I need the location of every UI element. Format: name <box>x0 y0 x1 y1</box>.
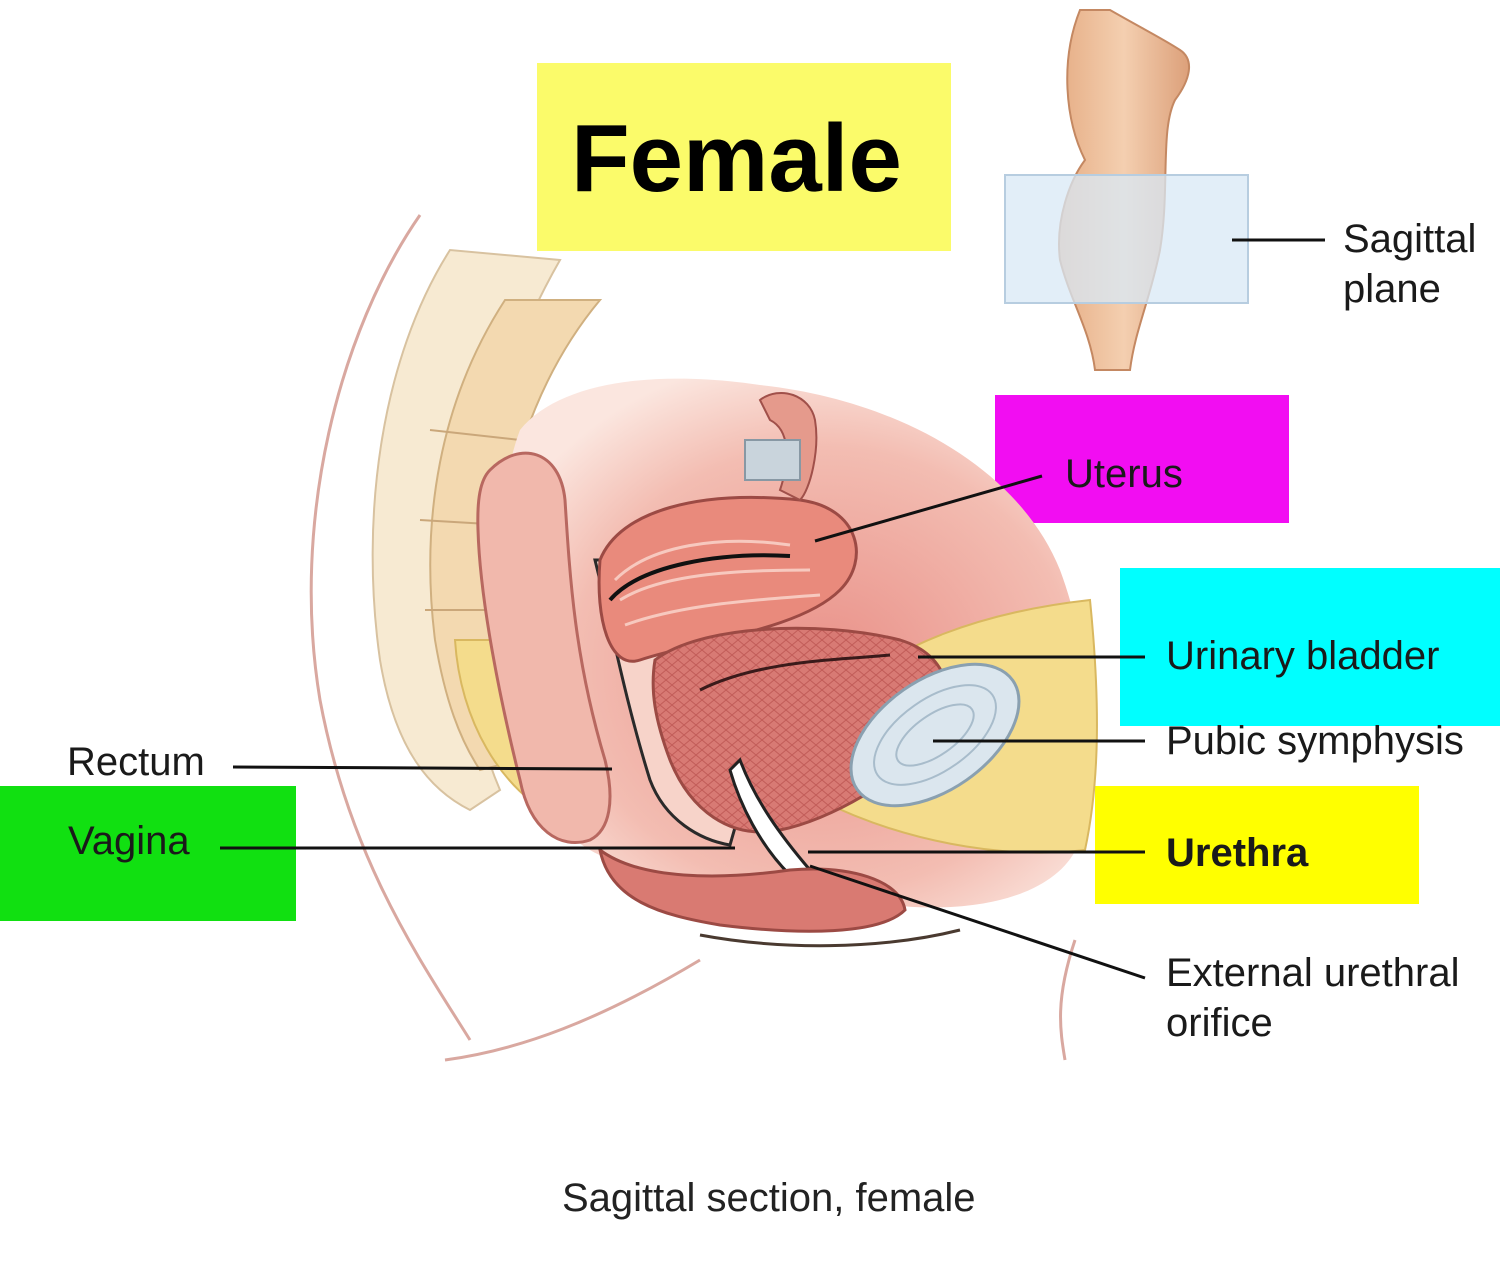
uterus-shape <box>597 496 858 663</box>
vagina-highlight <box>0 786 296 921</box>
uterus-highlight <box>995 395 1289 523</box>
label-sagittal-plane-line1: Sagittal <box>1343 217 1477 261</box>
label-external-urethral-orifice-line2: orifice <box>1166 1001 1273 1045</box>
label-sagittal-plane: Sagittal plane <box>1343 214 1476 314</box>
label-uterus: Uterus <box>1065 452 1183 496</box>
label-rectum: Rectum <box>67 740 205 784</box>
diagram-caption: Sagittal section, female <box>562 1176 976 1220</box>
vulva-shape <box>597 846 907 933</box>
bladder-highlight <box>1120 568 1500 726</box>
mini-figure <box>1004 9 1249 371</box>
label-external-urethral-orifice: External urethral orifice <box>1166 948 1459 1048</box>
label-sagittal-plane-line2: plane <box>1343 267 1441 311</box>
urethra-highlight <box>1095 786 1419 904</box>
leader-lines <box>220 238 1325 980</box>
label-external-urethral-orifice-line1: External urethral <box>1166 951 1460 995</box>
ovary-tube <box>744 391 818 502</box>
pubic-symphysis-shape <box>849 662 1021 808</box>
title-highlight <box>537 63 951 251</box>
label-urinary-bladder: Urinary bladder <box>1166 634 1440 678</box>
label-vagina: Vagina <box>68 819 190 863</box>
diagram-title: Female <box>571 105 902 212</box>
label-pubic-symphysis: Pubic symphysis <box>1166 719 1464 763</box>
label-urethra: Urethra <box>1166 831 1309 875</box>
rectum-shape <box>476 451 612 844</box>
sagittal-plane-box <box>1004 174 1249 304</box>
body-outline <box>309 214 1077 1062</box>
